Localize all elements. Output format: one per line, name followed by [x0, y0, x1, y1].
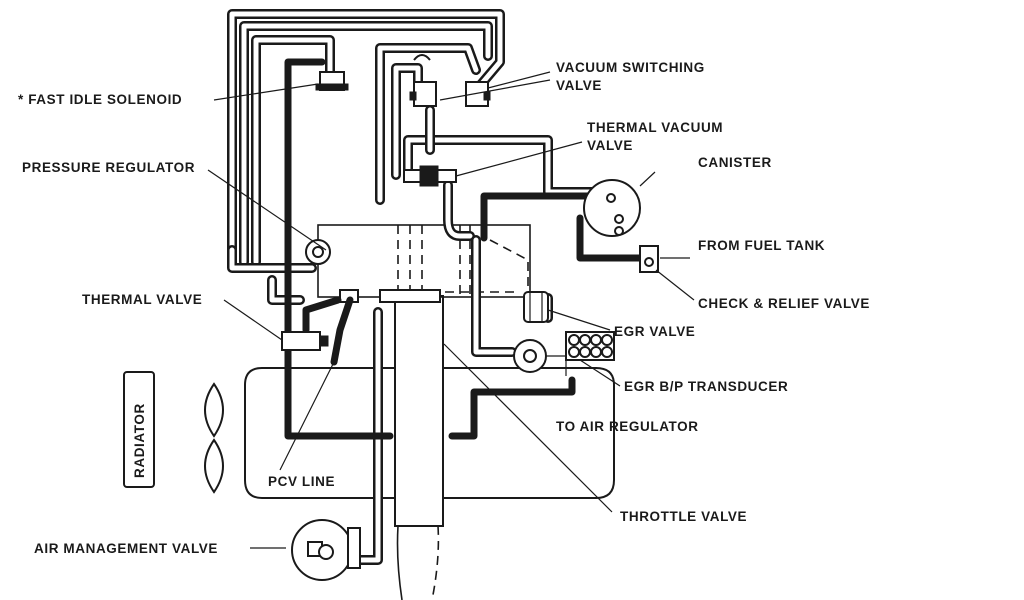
white-hoses [227, 9, 601, 565]
radiator-label: RADIATOR [132, 403, 147, 478]
black-hoses [284, 58, 644, 440]
pressure-regulator [305, 239, 331, 265]
check-relief-valve [639, 245, 659, 273]
throttle-body [394, 295, 444, 600]
air-management-valve [291, 519, 361, 581]
label-air-management-valve: AIR MANAGEMENT VALVE [34, 541, 218, 556]
thermal-vacuum-valve [403, 165, 457, 187]
label-egr-bp-transducer: EGR B/P TRANSDUCER [624, 379, 788, 394]
vacuum-switching-valve [409, 54, 491, 107]
canister [583, 179, 641, 237]
fast-idle-solenoid [315, 71, 349, 91]
label-thermal-vacuum-valve-2: VALVE [587, 138, 633, 153]
label-thermal-vacuum-valve-1: THERMAL VACUUM [587, 120, 723, 135]
label-check-relief-valve: CHECK & RELIEF VALVE [698, 296, 870, 311]
label-vacuum-switching-valve-1: VACUUM SWITCHING [556, 60, 705, 75]
label-throttle-valve: THROTTLE VALVE [620, 509, 747, 524]
egr-bp-transducer [513, 339, 567, 376]
spark-plugs [565, 331, 615, 361]
label-pcv-line: PCV LINE [268, 474, 335, 489]
label-pressure-regulator: PRESSURE REGULATOR [22, 160, 195, 175]
label-vacuum-switching-valve-2: VALVE [556, 78, 602, 93]
radiator: RADIATOR [123, 371, 155, 488]
labels: * FAST IDLE SOLENOID VACUUM SWITCHING VA… [18, 60, 870, 556]
label-from-fuel-tank: FROM FUEL TANK [698, 238, 825, 253]
label-fast-idle-solenoid: * FAST IDLE SOLENOID [18, 92, 182, 107]
label-egr-valve: EGR VALVE [614, 324, 695, 339]
thermal-valve [281, 331, 329, 351]
label-canister: CANISTER [698, 155, 772, 170]
leader-lines [207, 71, 695, 549]
label-thermal-valve: THERMAL VALVE [82, 292, 202, 307]
fan-icon [204, 382, 224, 494]
egr-valve [523, 291, 549, 323]
label-to-air-regulator: TO AIR REGULATOR [556, 419, 699, 434]
